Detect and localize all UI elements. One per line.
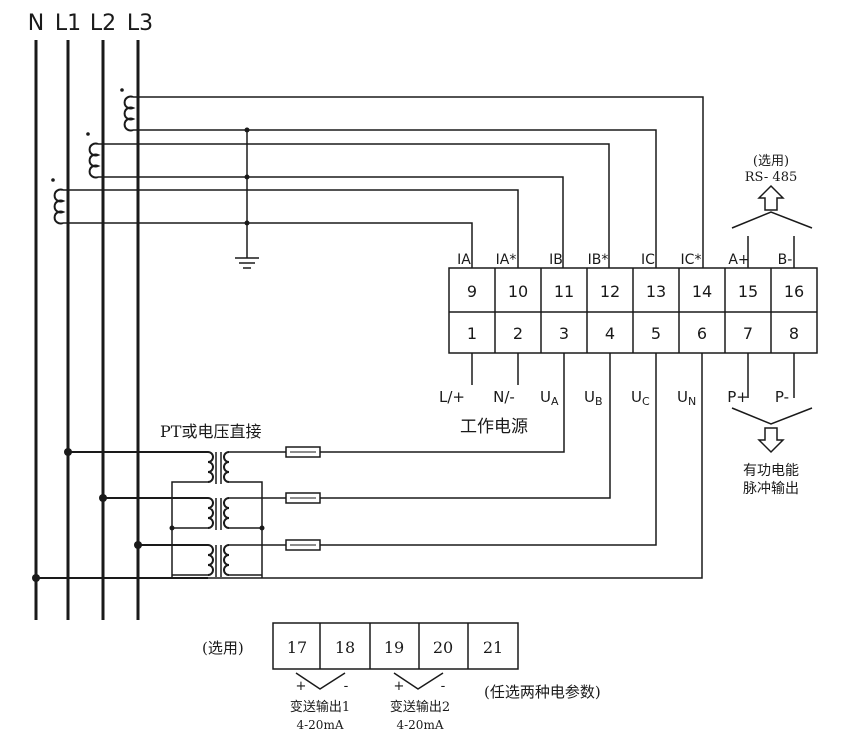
terminal-16: 16 — [784, 282, 804, 301]
label-ub: UB — [584, 388, 603, 408]
out1-label: 变送输出1 — [290, 699, 350, 715]
term-label-ib: IB — [549, 252, 563, 268]
wire-ub — [320, 353, 611, 499]
term-label-ib-star: IB* — [588, 252, 609, 268]
out1-range: 4-20mA — [296, 718, 343, 732]
terminal-14: 14 — [692, 282, 712, 301]
terminal-8: 8 — [789, 324, 799, 343]
terminal-1: 1 — [467, 324, 477, 343]
pt-transformer-b — [207, 497, 230, 530]
terminal-21: 21 — [483, 638, 503, 657]
wire-ib — [98, 176, 564, 268]
pt-label: PT或电压直接 — [160, 422, 261, 441]
terminal-15: 15 — [738, 282, 758, 301]
terminal-10: 10 — [508, 282, 528, 301]
analog-optional: (选用) — [202, 639, 244, 657]
terminal-9: 9 — [467, 282, 477, 301]
ct-coil-a — [51, 178, 66, 225]
pulse-bracket — [731, 407, 813, 425]
out2-label: 变送输出2 — [390, 699, 450, 715]
terminal-3: 3 — [559, 324, 569, 343]
pt-transformer-c — [207, 544, 230, 577]
terminal-20: 20 — [433, 638, 453, 657]
out2-range: 4-20mA — [396, 718, 443, 732]
label-l-plus: L/+ — [439, 388, 465, 406]
label-ua: UA — [540, 388, 559, 408]
label-n-minus: N/- — [493, 388, 515, 406]
pt-transformer-a — [207, 451, 230, 484]
pt-secondary-common — [229, 481, 263, 578]
terminal-13: 13 — [646, 282, 666, 301]
ct-coil-c — [120, 88, 136, 132]
terminal-7: 7 — [743, 324, 753, 343]
power-label: 工作电源 — [460, 417, 528, 437]
wire-ib-star — [98, 143, 610, 268]
wire-ia — [63, 222, 473, 268]
terminal-4: 4 — [605, 324, 615, 343]
wire-ic — [133, 129, 657, 268]
rs485-label: RS- 485 — [745, 170, 798, 185]
terminal-6: 6 — [697, 324, 707, 343]
term-label-ia-star: IA* — [496, 252, 517, 268]
rs485-bracket — [731, 211, 813, 229]
bus-label-l1: L1 — [55, 11, 81, 36]
label-un: UN — [677, 388, 696, 408]
terminal-12: 12 — [600, 282, 620, 301]
wire-ua — [320, 353, 565, 453]
arrow-down-icon — [757, 427, 785, 454]
pulse-line2: 脉冲输出 — [743, 481, 799, 497]
wire-uc — [320, 353, 657, 546]
out1-plus: + — [296, 679, 307, 694]
bus-label-l2: L2 — [90, 11, 116, 36]
terminal-5: 5 — [651, 324, 661, 343]
term-label-ic-star: IC* — [681, 252, 702, 268]
label-p-minus: P- — [775, 388, 789, 406]
pt-primary-common — [171, 481, 208, 578]
ct-coil-b — [86, 132, 101, 179]
term-label-b-minus: B- — [778, 252, 793, 268]
pulse-line1: 有功电能 — [743, 463, 799, 479]
terminal-19: 19 — [384, 638, 404, 657]
wire-ic-star — [133, 96, 704, 268]
analog-note: (任选两种电参数) — [484, 683, 601, 701]
analog-terminal-block — [272, 622, 519, 670]
term-label-a-plus: A+ — [728, 252, 749, 268]
bus-label-n: N — [28, 11, 44, 36]
analog-bracket-2 — [393, 672, 444, 690]
analog-bracket-1 — [295, 672, 346, 690]
out2-minus: - — [441, 679, 446, 694]
terminal-17: 17 — [287, 638, 307, 657]
out1-minus: - — [344, 679, 349, 694]
label-p-plus: P+ — [727, 388, 749, 406]
label-uc: UC — [631, 388, 650, 408]
terminal-block — [448, 267, 818, 354]
rs485-optional: (选用) — [753, 154, 789, 169]
wire-un — [208, 353, 703, 579]
bus-label-l3: L3 — [127, 11, 153, 36]
terminal-2: 2 — [513, 324, 523, 343]
wire-ia-star — [63, 189, 519, 268]
ground-symbol — [235, 257, 259, 269]
term-label-ic: IC — [641, 252, 655, 268]
terminal-11: 11 — [554, 282, 574, 301]
arrow-up-icon — [757, 184, 785, 211]
terminal-18: 18 — [335, 638, 355, 657]
term-label-ia: IA — [457, 252, 471, 268]
out2-plus: + — [394, 679, 405, 694]
